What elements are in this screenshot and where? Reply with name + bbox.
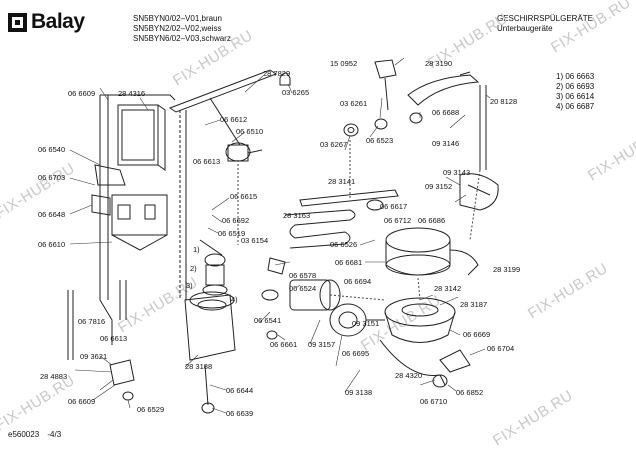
part-label: 06 6526 [330,240,358,249]
part-label: 06 6529 [137,405,165,414]
part-label: 06 6692 [222,216,250,225]
part-label: 03 6154 [241,236,269,245]
part-label: 06 6524 [289,284,317,293]
part-label: 06 6661 [270,340,298,349]
part-label: 06 6644 [226,386,254,395]
part-label: 06 6578 [289,271,317,280]
part-label: 06 6686 [418,216,446,225]
part-label: 06 6609 [68,89,96,98]
part-label: 06 6712 [384,216,412,225]
model-list: SN5BYN0/02–V01,braun SN5BYN2/02–V02,weis… [133,14,231,44]
part-label: 06 6609 [68,397,96,406]
part-label: 28 3188 [185,362,213,371]
part-label: 06 6669 [463,330,491,339]
part-label: 28 3163 [283,211,311,220]
callout-marker: 3) [186,281,193,290]
legend-item: 1) 06 6663 [556,72,595,81]
part-label: 06 6703 [38,173,66,182]
part-label: 28 4883 [40,372,68,381]
part-label: 28 3187 [460,300,488,309]
doc-title: GESCHIRRSPÜLGERÄTE [497,14,594,23]
part-label: 06 6694 [344,277,372,286]
part-label: 06 6523 [366,136,394,145]
legend-item: 4) 06 6687 [556,102,595,111]
doc-title-block: GESCHIRRSPÜLGERÄTE Unterbaugeräte [497,14,593,34]
part-label: 28 3141 [328,177,356,186]
part-label: 28 3199 [493,265,521,274]
part-label: 03 6261 [340,99,368,108]
brand-logo-mark [8,13,27,32]
part-label: 06 6639 [226,409,254,418]
callout-marker: 2) [190,264,197,273]
callout-legend: 1) 06 6663 2) 06 6693 3) 06 6614 4) 06 6… [556,72,594,112]
part-label: 09 3152 [425,182,453,191]
part-label: 06 6710 [420,397,448,406]
part-label: 20 8128 [490,97,518,106]
model-line: SN5BYN6/02–V03,schwarz [133,34,231,43]
part-label: 06 6613 [100,334,128,343]
doc-id: e560023 -4/3 [8,430,61,439]
part-label: 09 3138 [345,388,373,397]
part-label: 06 6541 [254,316,282,325]
brand-name: Balay [31,10,85,33]
part-label: 28 4320 [395,371,423,380]
callout-marker: 1) [193,245,200,254]
model-line: SN5BYN2/02–V02,weiss [133,24,222,33]
doc-subtitle: Unterbaugeräte [497,24,553,33]
part-label: 06 6615 [230,192,258,201]
part-label: 06 6695 [342,349,370,358]
part-label: 28 4316 [118,89,146,98]
part-label: 06 7816 [78,317,106,326]
part-label: 06 6510 [236,127,264,136]
part-label: 06 6648 [38,210,66,219]
part-label: 06 6519 [218,229,246,238]
part-label: 06 6852 [456,388,484,397]
model-line: SN5BYN0/02–V01,braun [133,14,222,23]
part-label: 06 6688 [432,108,460,117]
part-label: 06 6617 [380,202,408,211]
part-label: 28 7829 [263,69,291,78]
part-label: 28 3142 [434,284,462,293]
part-label: 09 3146 [432,139,460,148]
part-label: 09 3143 [443,168,471,177]
part-label: 06 6704 [487,344,515,353]
brand-logo: Balay [8,10,103,36]
part-label: 06 6610 [38,240,66,249]
part-label: 28 3190 [425,59,453,68]
part-label: 03 6267 [320,140,348,149]
part-label: 15 0952 [330,59,358,68]
part-label: 06 6613 [193,157,221,166]
part-label: 03 6265 [282,88,310,97]
part-label: 06 6681 [335,258,363,267]
part-label: 09 3151 [352,319,380,328]
page-number: -4/3 [47,430,62,439]
legend-item: 2) 06 6693 [556,82,595,91]
callout-marker: 4) [231,295,238,304]
part-label: 09 3621 [80,352,108,361]
part-label: 06 6612 [220,115,248,124]
doc-id-code: e560023 [8,430,40,439]
legend-item: 3) 06 6614 [556,92,595,101]
part-label: 09 3157 [308,340,336,349]
part-label: 06 6540 [38,145,66,154]
